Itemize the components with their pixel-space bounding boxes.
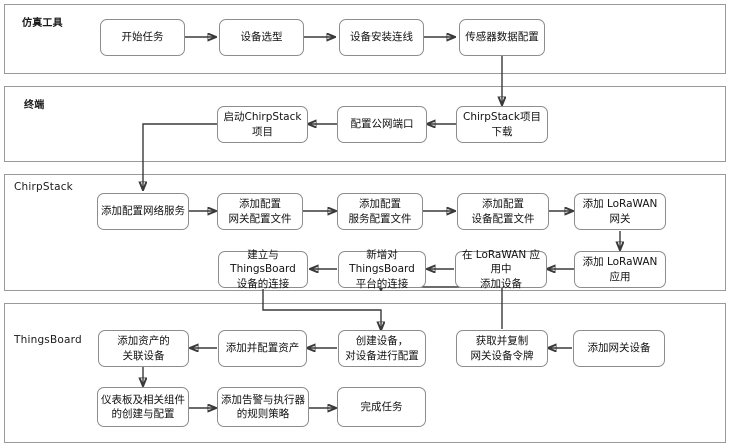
lane-term <box>4 86 726 162</box>
node-device-selection[interactable]: 设备选型 <box>219 19 304 56</box>
node-add-network-service[interactable]: 添加配置网络服务 <box>97 193 189 230</box>
node-chirpstack-project-download[interactable]: ChirpStack项目下载 <box>456 106 548 143</box>
lane-label-term: 终端 <box>24 100 45 111</box>
node-add-device-profile[interactable]: 添加配置设备配置文件 <box>457 193 549 230</box>
node-add-configure-asset[interactable]: 添加并配置资产 <box>218 330 307 367</box>
node-label: 传感器数据配置 <box>465 31 539 44</box>
node-label: 设备选型 <box>240 31 283 44</box>
node-label: 创建设备，对设备进行配置 <box>345 335 419 362</box>
node-finish-task[interactable]: 完成任务 <box>337 387 426 427</box>
node-device-install-wiring[interactable]: 设备安装连线 <box>339 19 424 56</box>
node-dashboard-create-configure[interactable]: 仪表板及相关组件的创建与配置 <box>97 387 189 427</box>
node-add-gateway-profile[interactable]: 添加配置网关配置文件 <box>217 193 303 230</box>
node-label: 添加配置网关配置文件 <box>228 198 292 225</box>
node-label: 添加网关设备 <box>587 342 651 355</box>
node-add-lorawan-application[interactable]: 添加 LoRaWAN 应用 <box>574 251 666 288</box>
node-label: 添加 LoRaWAN 应用 <box>582 256 658 283</box>
node-create-configure-device[interactable]: 创建设备，对设备进行配置 <box>338 330 426 367</box>
node-label: 在 LoRaWAN 应用中添加设备 <box>461 249 541 290</box>
node-copy-gateway-device-token[interactable]: 获取并复制网关设备令牌 <box>456 330 548 367</box>
node-label: ChirpStack项目下载 <box>463 111 541 138</box>
lane-label-sim: 仿真工具 <box>22 18 63 29</box>
node-label: 配置公网端口 <box>350 118 414 131</box>
node-add-device-in-lorawan-app[interactable]: 在 LoRaWAN 应用中添加设备 <box>455 249 547 290</box>
node-start-task[interactable]: 开始任务 <box>100 19 185 56</box>
node-label: 开始任务 <box>121 31 164 44</box>
lane-sim <box>4 4 726 74</box>
node-add-lorawan-gateway[interactable]: 添加 LoRaWAN 网关 <box>574 193 666 230</box>
node-label: 添加 LoRaWAN 网关 <box>582 198 658 225</box>
node-label: 完成任务 <box>360 400 403 413</box>
node-config-public-port[interactable]: 配置公网端口 <box>337 106 427 143</box>
node-sensor-data-config[interactable]: 传感器数据配置 <box>459 19 545 56</box>
lane-label-chirpstack: ChirpStack <box>14 181 73 193</box>
node-add-gateway-device[interactable]: 添加网关设备 <box>573 330 665 367</box>
node-start-chirpstack-project[interactable]: 启动ChirpStack项目 <box>217 106 308 143</box>
node-label: 添加告警与执行器的规则策略 <box>221 393 305 420</box>
node-label: 添加资产的关联设备 <box>117 335 170 362</box>
node-label: 添加配置服务配置文件 <box>348 198 412 225</box>
node-label: 添加并配置资产 <box>225 342 300 355</box>
node-label: 添加配置设备配置文件 <box>471 198 535 225</box>
node-alarm-actuator-rule-policy[interactable]: 添加告警与执行器的规则策略 <box>217 387 309 427</box>
node-add-service-profile[interactable]: 添加配置服务配置文件 <box>337 193 423 230</box>
node-label: 仪表板及相关组件的创建与配置 <box>101 393 185 420</box>
node-label: 设备安装连线 <box>350 31 413 44</box>
node-label: 获取并复制网关设备令牌 <box>470 335 534 362</box>
node-add-asset-related-device[interactable]: 添加资产的关联设备 <box>98 330 189 367</box>
lane-label-thingsboard: ThingsBoard <box>14 334 82 346</box>
node-label: 启动ChirpStack项目 <box>223 111 302 138</box>
node-label: 添加配置网络服务 <box>101 205 185 218</box>
